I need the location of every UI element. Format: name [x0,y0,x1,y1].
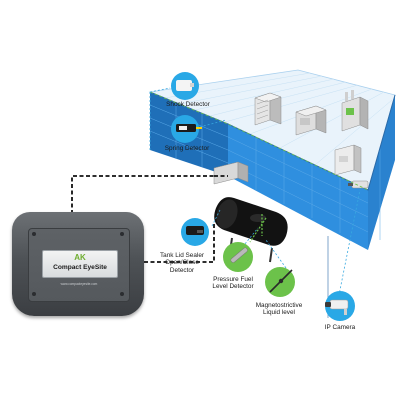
door-unit [213,161,249,185]
cables [71,175,228,263]
callout-spring [195,119,227,129]
label-pressure-detector: Pressure Fuel Level Detector [212,276,254,291]
compact-eyesite-device: AK Compact EyeSite www.compacteyesite.co… [12,212,144,316]
label-ip-camera: IP Camera [324,324,356,331]
label-magnetostrictive: Magnetostrictive Liquid level [255,302,303,317]
screw [120,292,124,296]
device-brand-logo: AK [74,253,86,262]
callout-magneto [265,239,287,269]
screw [32,292,36,296]
shock-detector-icon [171,72,199,100]
screw [32,232,36,236]
callout-camera [337,189,361,301]
tank-lid-icon [181,218,209,246]
generator-unit [295,105,327,136]
fence-sensor-cable [149,91,369,191]
pressure-detector-icon [223,242,253,272]
device-url: www.compacteyesite.com [60,282,98,286]
site-wall-long [228,124,368,250]
ip-camera-icon [325,291,355,321]
site-wall-right [368,95,395,250]
device-label-plate: AK Compact EyeSite [42,250,118,278]
callout-shock-h [149,87,171,93]
wall-camera [348,180,369,189]
callout-tanklid [211,209,221,227]
magnetostrictive-icon [265,267,295,297]
cable-device-to-tank [144,222,215,263]
server-rack-1 [254,92,282,126]
cabinet-small [334,144,362,176]
label-spring-detector: Spring Detector [164,145,210,152]
floor-grid [164,72,393,166]
cable-device-to-site [71,175,214,214]
device-product-name: Compact EyeSite [53,264,107,271]
wall-grid [149,102,381,240]
fenced-site [148,69,396,250]
screw [120,232,124,236]
label-shock-detector: Shock Detector [166,101,210,108]
transformer [341,90,369,132]
fuel-tank-icon [214,197,288,263]
spring-detector-icon [171,115,202,143]
label-tank-lid: Tank Lid Sealer Open/Close Detector [159,252,205,274]
